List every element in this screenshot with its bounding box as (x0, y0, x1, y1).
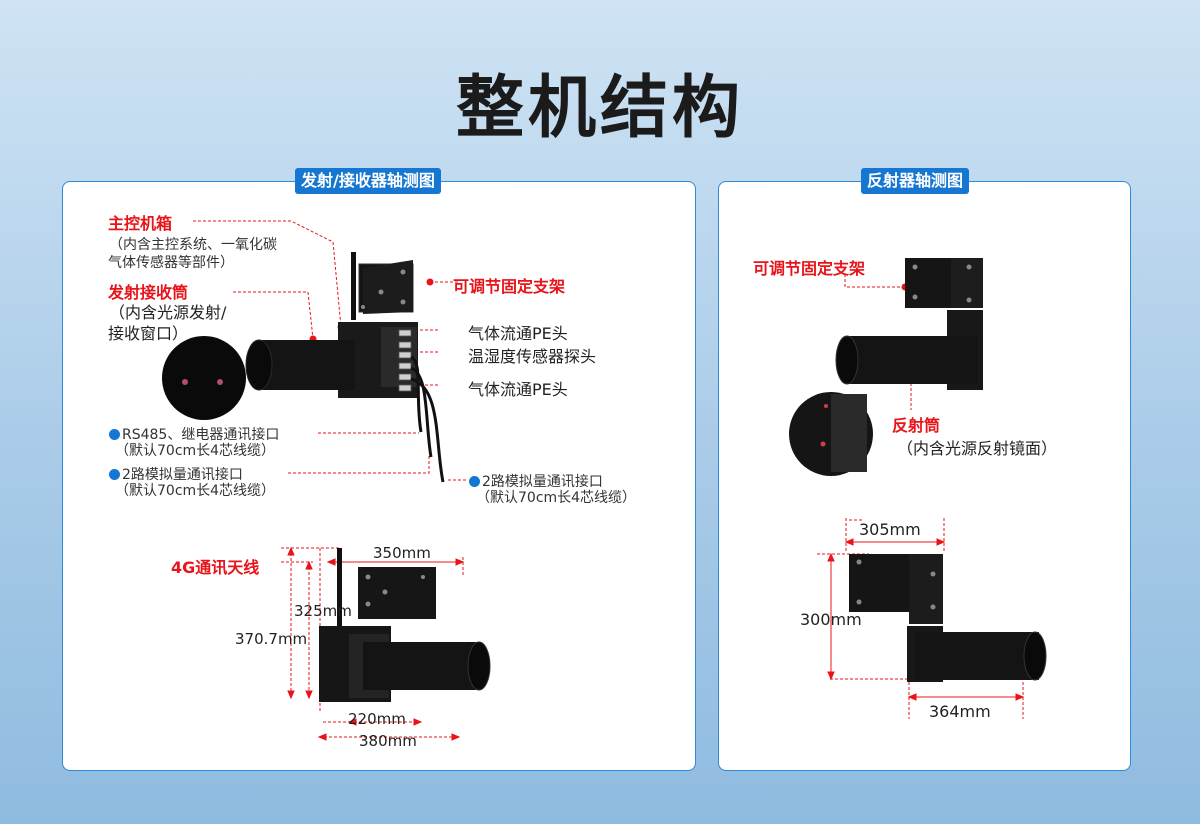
port-3-label: 2路模拟量通讯接口 (482, 474, 603, 490)
port-3-desc: （默认70cm长4芯线缆） (476, 490, 637, 506)
r-dim-364: 364mm (929, 702, 991, 721)
right-panel-tab: 反射器轴测图 (861, 168, 970, 194)
reflector-label: 反射筒 (892, 416, 941, 435)
port-1-label: RS485、继电器通讯接口 (122, 427, 280, 443)
connector-2: 温湿度传感器探头 (468, 347, 597, 366)
port-2: 2路模拟量通讯接口 (109, 464, 243, 484)
bullet-icon (109, 429, 120, 440)
bracket-label: 可调节固定支架 (453, 277, 566, 296)
right-diagram (789, 258, 1047, 719)
connector-1: 气体流通PE头 (468, 324, 568, 343)
antenna-label: 4G通讯天线 (171, 558, 260, 577)
tube-desc2: 接收窗口） (108, 324, 189, 343)
left-diagram (162, 220, 491, 741)
dim-325: 325mm (294, 602, 352, 620)
reflector-desc: （内含光源反射镜面） (897, 439, 1058, 458)
dim-220: 220mm (348, 710, 406, 728)
dim-370: 370.7mm (235, 630, 308, 648)
port-1-desc: （默认70cm长4芯线缆） (115, 443, 276, 459)
port-3: 2路模拟量通讯接口 (469, 471, 603, 491)
main-box-label: 主控机箱 (108, 214, 173, 233)
port-1: RS485、继电器通讯接口 (109, 424, 279, 444)
r-dim-305: 305mm (859, 520, 921, 539)
r-dim-300: 300mm (800, 610, 862, 629)
tube-label: 发射接收筒 (108, 283, 189, 302)
port-2-desc: （默认70cm长4芯线缆） (115, 483, 276, 499)
tube-desc1: （内含光源发射/ (109, 303, 227, 322)
bullet-icon (469, 476, 480, 487)
r-bracket-label: 可调节固定支架 (753, 259, 866, 278)
main-box-desc2: 气体传感器等部件） (108, 255, 234, 271)
main-box-desc1: （内含主控系统、一氧化碳 (109, 237, 277, 253)
dim-350: 350mm (373, 544, 431, 562)
left-panel: 发射/接收器轴测图 (62, 168, 696, 771)
right-panel: 反射器轴测图 (718, 168, 1131, 771)
dim-380: 380mm (359, 732, 417, 750)
port-2-label: 2路模拟量通讯接口 (122, 467, 243, 483)
bullet-icon (109, 469, 120, 480)
left-panel-tab: 发射/接收器轴测图 (295, 168, 441, 194)
connector-3: 气体流通PE头 (468, 380, 568, 399)
page-title: 整机结构 (455, 69, 744, 148)
